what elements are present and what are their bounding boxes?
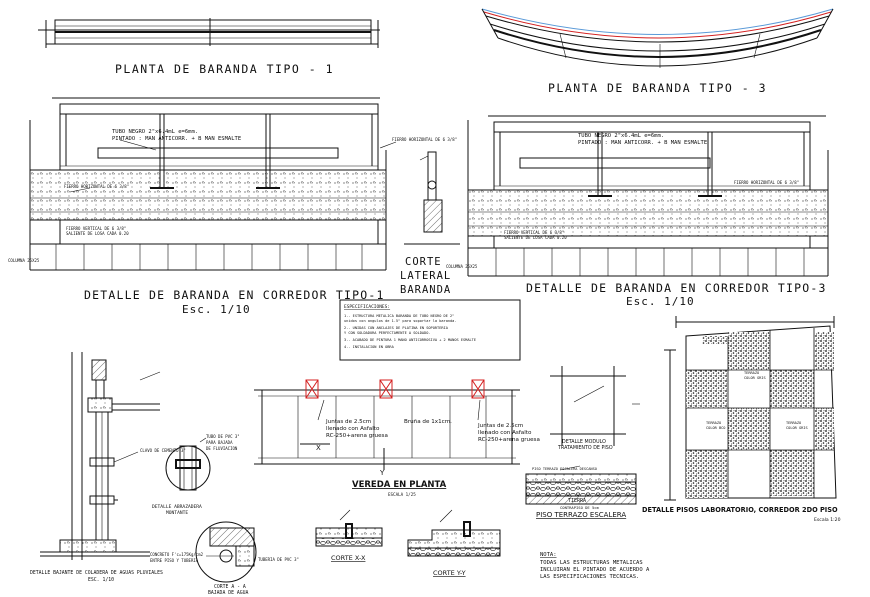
pisos-lab-scale: Escala 1:20 [814,517,841,523]
detail-tipo1-title: DETALLE DE BARANDA EN CORREDOR TIPO-1 [84,288,385,302]
corte-lateral-line1: CORTE [405,256,442,268]
detail3-tubo-note-2: PINTADO : MAN ANTICORR. + B MAN ESMALTE [578,140,707,146]
detail1-tubo-note-2: PINTADO : MAN ANTICORR. + B MAN ESMALTE [112,136,241,142]
pisos-lab-drawing [664,316,837,501]
plan-tipo1-title: PLANTA DE BARANDA TIPO - 1 [115,62,334,76]
specs-item-4: Y CON SOLDADURA PERFECTAMENTE A SOLDADO. [344,331,431,335]
vereda-juntas-left-1: Juntas de 2.5cm [325,419,371,425]
vereda-scale: ESCALA 1/25 [388,492,416,497]
detail3-fierro-v-1: FIERRO VERTICAL DE 6 3/8" [504,230,564,235]
pisos-terrazo-color-2: COLOR GRIS [786,426,808,430]
pisos-lab-title: DETALLE PISOS LABORATORIO, CORREDOR 2DO … [642,506,838,514]
modulo-drawing [550,366,640,446]
vereda-bruna: Bruña de 1x1cm. [404,419,452,425]
corte-aa-tuberia: TUBERIA DE PVC 3" [258,557,299,562]
corte-aa-drawing [195,521,257,583]
detail1-columna: COLUMNA 25X25 [8,258,40,263]
detail1-fierro-v-2: SALIENTE DE LOSA CADA 0.20 [66,231,129,236]
abrazadera-title-1: DETALLE ABRAZADERA [152,504,202,510]
pisos-terrazo-color-1: TERRAZO [786,421,801,425]
bajante-clavo: CLAVO DE CEMENTO 3" [140,448,186,453]
corte-lateral-line2: LATERAL [400,270,451,282]
vereda-drawing [254,379,520,470]
vereda-juntas-right-3: RC-250+arena gruesa [478,437,540,443]
detail3-columna: COLUMNA 25X25 [446,264,478,269]
vereda-marker-x: X [316,444,321,452]
specs-item-3: 2.- UNIDAS CON ANCLAJES DE PLATINA EN SO… [344,326,449,330]
detail1-fierro-h: FIERRO HORIZONTAL DE 6 3/8" [64,184,129,189]
piso-terrazo-contrapiso: CONTRAPISO DE 5cm [560,505,600,510]
pisos-terrazo-gris-2: COLOR GRIS [744,376,766,380]
modulo-title-2: TRATAMIENTO DE PISO [557,445,613,451]
detail3-tubo-note-1: TUBO NEGRO 2"x6.4mL e=6mm. [578,133,664,139]
modulo-title-1: DETALLE MODULO [562,439,606,445]
detail1-fierro-v-1: FIERRO VERTICAL DE 6 3/8" [66,226,126,231]
specs-item-6: 4.- INSTALACION EN OBRA [344,345,395,349]
vereda-juntas-left-2: llenado con Asfalto [326,426,380,432]
corte-aa-title-1: CORTE A - A [214,584,246,590]
note-heading: NOTA: [540,552,557,558]
abrazadera-title-2: MONTANTE [166,510,188,516]
specs-item-1: 1.- ESTRUCTURA METALICA BARANDA DE TUBO … [344,314,454,318]
vereda-juntas-right-1: Juntas de 2.5cm [477,423,523,429]
note-line-1: TODAS LAS ESTRUCTURAS METALICAS [540,560,643,566]
bajante-title-2: ESC. 1/10 [88,577,114,583]
piso-terrazo-title: PISO TERRAZO ESCALERA [536,511,626,519]
corte-xx-drawing [315,509,383,547]
abrazadera-tubo-pvc-2: PARA BAJADA [206,440,233,445]
detail-tipo3-scale: Esc. 1/10 [626,295,695,308]
vereda-marker-y: Y [379,469,385,477]
detail3-fierro-h: FIERRO HORIZONTAL DE 6 3/8" [734,180,799,185]
piso-terrazo-note: PISO TERRAZO ESCALERA DESCANSO [532,467,597,471]
bajante-title-1: DETALLE BAJANTE DE COLADERA DE AGUAS PLU… [30,570,163,576]
pisos-terrazo-blanco-1: TERRAZO [706,421,721,425]
note-line-2: INCLUIRAN EL PINTADO DE ACUERDO A [540,567,650,573]
detail-tipo3-drawing [467,115,829,277]
specs-item-5: 3.- ACABADO DE PINTURA 1 MANO ANTICORROS… [344,338,476,342]
specs-box [339,299,521,361]
vereda-juntas-left-3: RC-250+arena gruesa [326,433,388,439]
abrazadera-drawing [165,437,211,491]
specs-item-2: unidos con angulos de 1.5" para soportar… [344,319,457,323]
vereda-juntas-right-2: llenado con Asfalto [478,430,532,436]
detail1-side-fierro: FIERRO HORIZONTAL DE 6 3/8" [392,137,457,142]
piso-terrazo-drawing [525,465,637,505]
corte-yy-title: CORTE Y-Y [433,569,466,577]
specs-heading: ESPECIFICACIONES: [344,304,390,310]
vereda-title: VEREDA EN PLANTA [352,480,447,490]
detail-tipo3-title: DETALLE DE BARANDA EN CORREDOR TIPO-3 [526,281,827,295]
pisos-terrazo-gris-1: TERRAZO [744,371,759,375]
bajante-drawing [40,352,161,560]
piso-terrazo-tierra: TIERRA [568,498,586,504]
plan-tipo3-drawing [481,8,834,68]
note-line-3: LAS ESPECIFICACIONES TECNICAS. [540,574,639,580]
plan-tipo1-drawing [38,18,380,48]
pisos-terrazo-blanco-2: COLOR BCO [706,426,725,430]
abrazadera-tubo-pvc-1: TUBO DE PVC 3" [206,434,240,439]
detail1-tubo-note-1: TUBO NEGRO 2"x6.4mL e=6mm. [112,129,198,135]
corte-xx-title: CORTE X-X [331,554,366,562]
corte-aa-concreto-2: ENTRE PISO Y TUBERIA [150,558,199,563]
corte-lateral-line3: BARANDA [400,284,451,296]
corte-yy-drawing [407,509,501,557]
detail3-fierro-v-2: SALIENTE DE LOSA CADA 0.20 [504,235,567,240]
detail-tipo1-scale: Esc. 1/10 [182,303,251,316]
corte-aa-title-2: BAJADA DE AGUA [208,590,249,596]
detail-tipo1-drawing [29,97,397,271]
abrazadera-tubo-pvc-3: DE FLUVIACION [206,446,238,451]
corte-aa-concreto-1: CONCRETO F'c=175Kg/cm2 [150,552,204,557]
plan-tipo3-title: PLANTA DE BARANDA TIPO - 3 [548,81,767,95]
corte-lateral-drawing [404,151,460,245]
